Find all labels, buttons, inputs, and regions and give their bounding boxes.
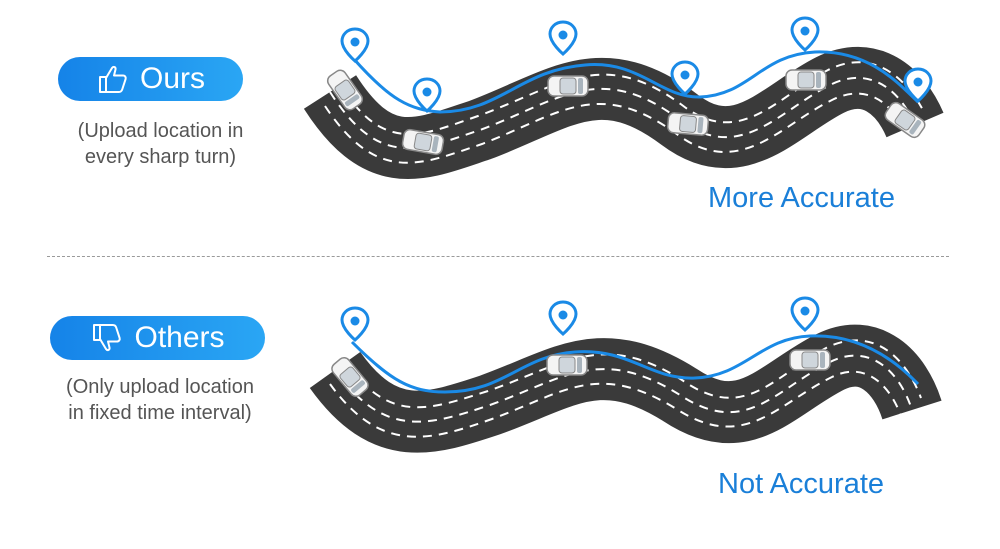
location-pin <box>790 296 820 332</box>
ours-note-line2: every sharp turn) <box>84 146 237 168</box>
location-pin <box>548 300 578 336</box>
location-pin <box>340 306 370 342</box>
thumbs-down-icon <box>90 321 124 355</box>
ours-route-line <box>351 50 920 114</box>
location-pin <box>548 20 578 56</box>
car <box>546 354 588 376</box>
car <box>789 349 831 371</box>
others-route-line <box>350 334 920 394</box>
others-note-line1: (Only upload location <box>66 376 254 398</box>
others-road-illustration <box>309 296 942 453</box>
section-divider <box>47 256 949 257</box>
others-badge-label: Others <box>134 321 225 354</box>
ours-note-line1: (Upload location in <box>77 120 244 142</box>
others-note: (Only upload location in fixed time inte… <box>30 374 290 426</box>
others-note-line2: in fixed time interval) <box>68 402 252 424</box>
location-pin <box>340 27 370 63</box>
others-badge: Others <box>50 316 265 360</box>
ours-verdict: More Accurate <box>708 182 895 214</box>
car <box>666 111 710 137</box>
others-verdict: Not Accurate <box>718 468 885 500</box>
location-pin <box>790 16 820 52</box>
thumbs-up-icon <box>96 62 130 96</box>
ours-road-illustration <box>303 16 944 180</box>
ours-badge: Ours <box>58 57 243 101</box>
location-pin <box>412 77 442 113</box>
car <box>547 75 589 97</box>
ours-note: (Upload location in every sharp turn) <box>38 118 283 170</box>
ours-badge-label: Ours <box>139 62 205 95</box>
car <box>785 69 827 91</box>
